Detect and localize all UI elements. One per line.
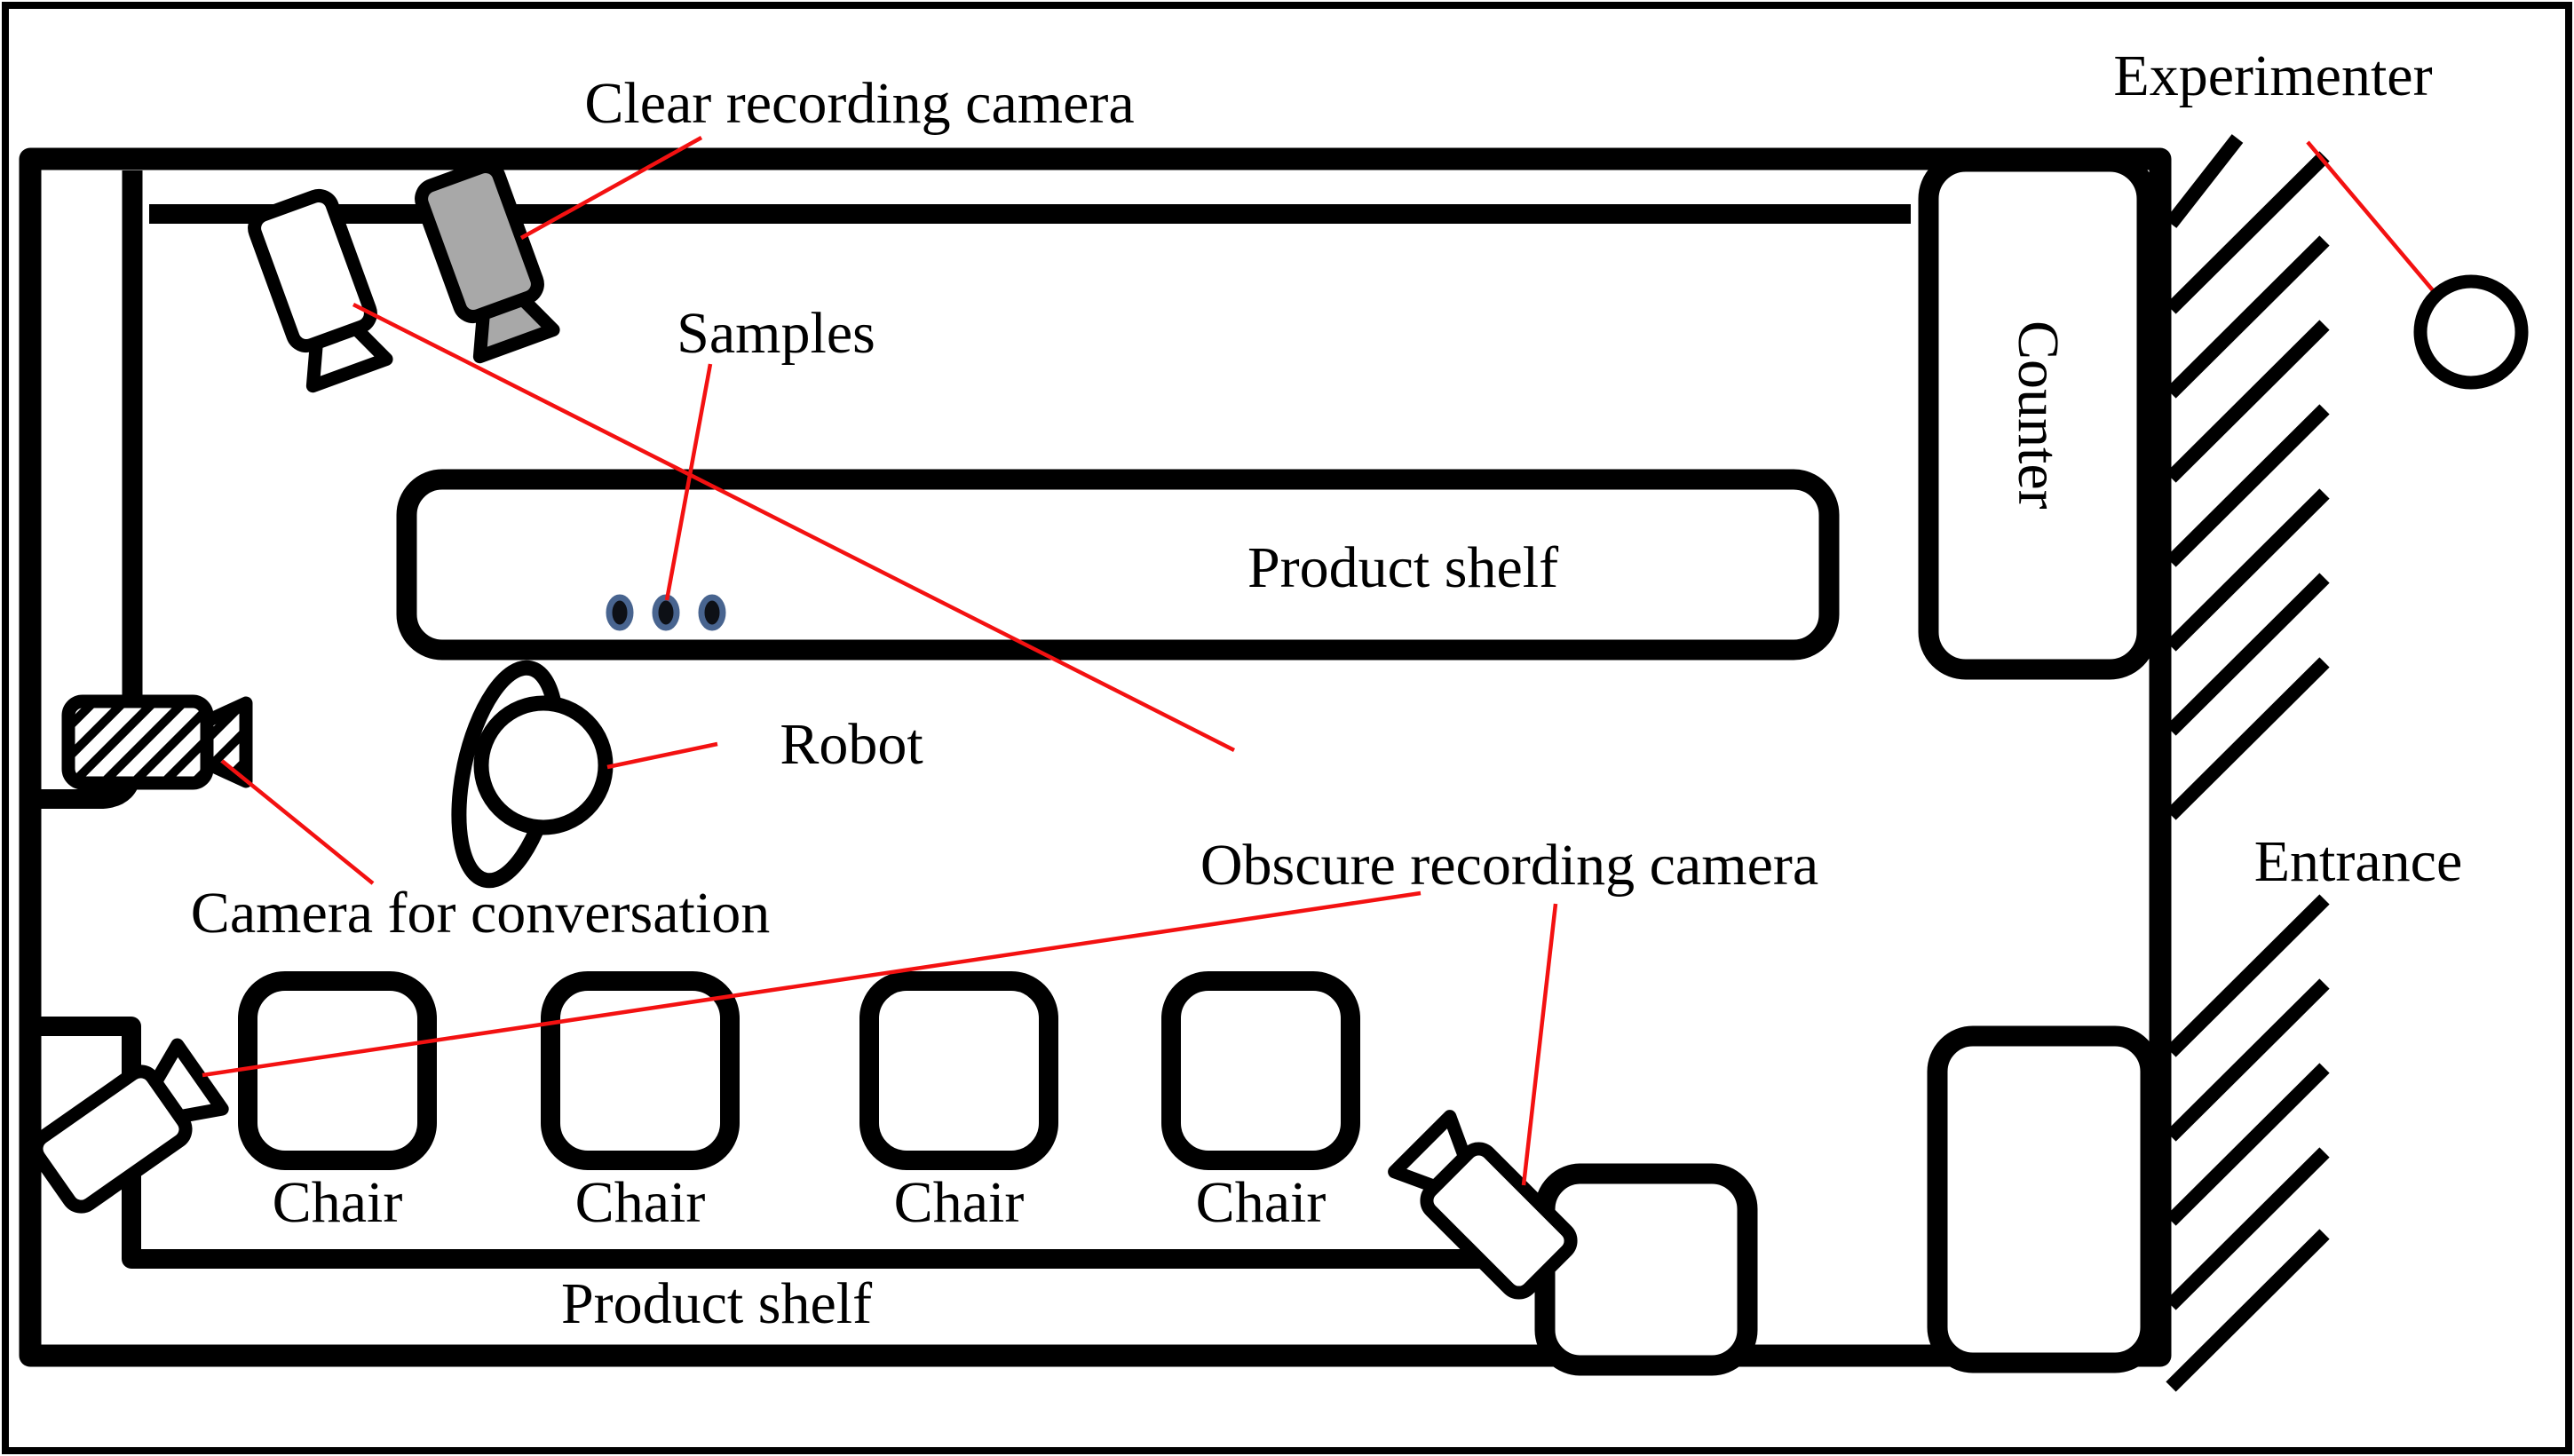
experimenter-icon <box>2413 274 2529 390</box>
clear-camera-icon <box>417 162 555 357</box>
label-robot: Robot <box>780 712 923 777</box>
leader-experimenter <box>2306 140 2439 297</box>
chair-3-box <box>859 971 1058 1170</box>
sample-dot-icon <box>606 594 634 631</box>
leader-lines <box>202 136 2439 1186</box>
bottom-shelf-block <box>1534 1163 1758 1376</box>
leader-obscure-right <box>1521 903 1558 1186</box>
right-wall-shelf-block <box>1927 1025 2161 1373</box>
counter-box <box>1918 151 2158 680</box>
leader-obscure-left <box>202 890 1422 1078</box>
sample-dot-icon <box>698 594 726 631</box>
conversation-camera-icon <box>68 701 246 783</box>
product-shelf-top-box <box>396 469 1840 661</box>
chair-4-box <box>1161 971 1360 1170</box>
label-chair-3: Chair <box>893 1170 1025 1235</box>
leader-robot <box>606 741 718 770</box>
label-counter: Counter <box>2006 320 2071 510</box>
room-walls <box>19 147 2172 1367</box>
label-entrance: Entrance <box>2253 829 2463 894</box>
label-product-shelf-bottom: Product shelf <box>560 1271 873 1336</box>
chair-row <box>238 971 1360 1170</box>
leader-conversation-camera <box>220 759 375 885</box>
label-obscure-recording-camera: Obscure recording camera <box>1200 833 1819 898</box>
obscure-camera-right-icon <box>1393 1115 1576 1298</box>
leader-obscure-top <box>352 302 1236 753</box>
chair-1-box <box>238 971 437 1170</box>
label-experimenter: Experimenter <box>2113 44 2433 108</box>
leader-clear-camera <box>519 136 703 240</box>
label-clear-recording-camera: Clear recording camera <box>584 71 1135 136</box>
label-camera-for-conversation: Camera for conversation <box>190 881 771 946</box>
label-chair-2: Chair <box>574 1170 706 1235</box>
chair-2-box <box>541 971 740 1170</box>
sample-dots <box>606 594 726 631</box>
wall-hatching <box>2165 134 2330 1392</box>
sample-dot-icon <box>652 594 680 631</box>
label-chair-1: Chair <box>272 1170 403 1235</box>
label-chair-4: Chair <box>1195 1170 1327 1235</box>
robot-icon <box>451 660 614 889</box>
label-product-shelf-top: Product shelf <box>1247 535 1559 600</box>
leader-samples <box>664 363 713 601</box>
label-samples: Samples <box>677 301 875 366</box>
